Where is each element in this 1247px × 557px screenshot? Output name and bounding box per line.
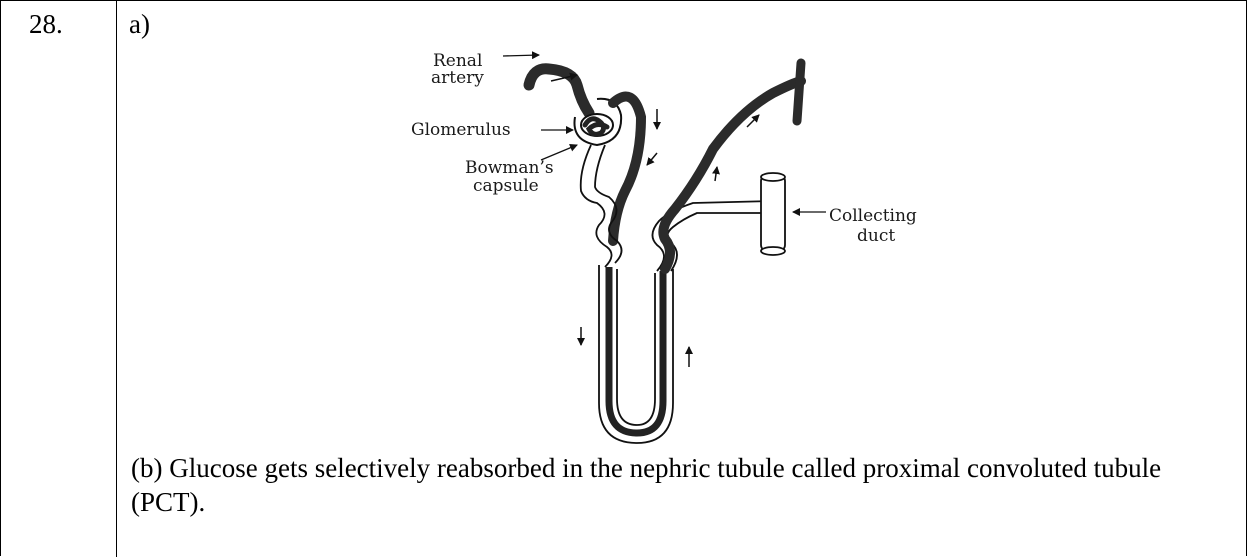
glomerulus-label: Glomerulus [411, 120, 511, 140]
loop-of-henle-inner [617, 269, 655, 425]
glomerulus-icon [581, 114, 613, 136]
bowmans-capsule-label-line1: Bowman’s [465, 158, 554, 178]
collecting-duct-label-line1: Collecting [829, 206, 917, 226]
proximal-convoluted-tubule [581, 145, 622, 267]
renal-vein [797, 63, 801, 121]
renal-artery-label-line2: artery [431, 68, 484, 88]
collecting-duct-label-line2: duct [857, 226, 895, 246]
nephron-diagram: Renal artery Glomerulus Bowman’s capsule… [401, 41, 961, 446]
collecting-duct [761, 173, 785, 255]
part-a-label: a) [129, 9, 150, 40]
efferent-vessel [613, 97, 641, 241]
renal-artery [529, 69, 589, 113]
answer-part-b: (b) Glucose gets selectively reabsorbed … [131, 451, 1211, 519]
question-number: 28. [29, 9, 63, 40]
bowmans-capsule-label-line2: capsule [473, 176, 539, 196]
question-number-cell: 28. [1, 1, 117, 557]
